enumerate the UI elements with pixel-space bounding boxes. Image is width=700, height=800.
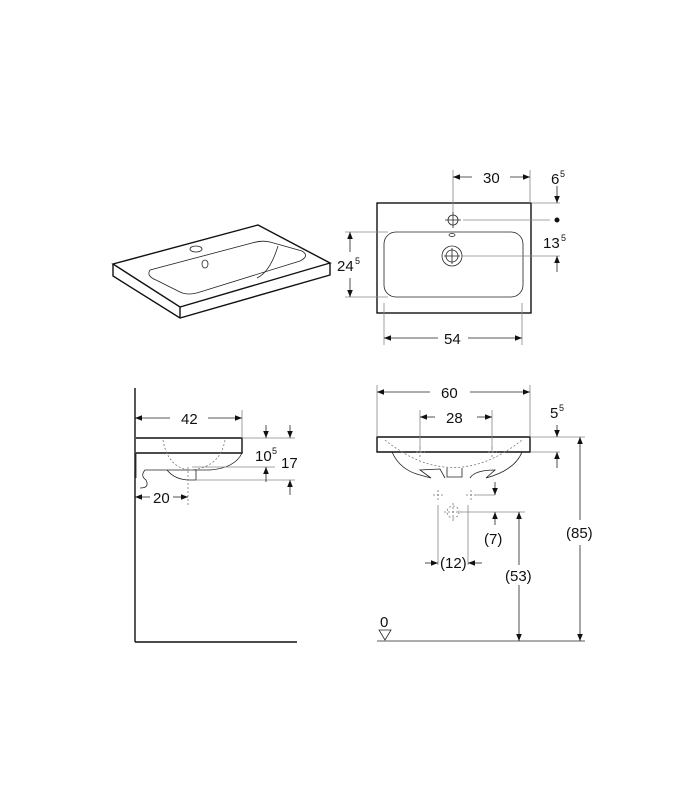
dim-basin-depth: 24: [337, 258, 354, 275]
dim-drain-from-wall: 20: [153, 490, 170, 507]
dim-total-height: 17: [281, 455, 298, 472]
dim-depth: 42: [181, 411, 198, 428]
floor-level-label: 0: [380, 614, 388, 631]
dim-drain-height: (53): [505, 568, 532, 585]
top-view: 30 6 5 13 5 24 5 54: [337, 169, 566, 348]
dim-rim-height: (85): [566, 525, 593, 542]
dim-basin-width: 54: [444, 331, 461, 348]
dim-sup: 5: [561, 233, 566, 243]
dim-sup: 5: [272, 446, 277, 456]
dim-trap-spacing: (12): [440, 555, 467, 572]
dim-sup: 5: [355, 256, 360, 266]
dim-sup: 5: [559, 403, 564, 413]
dim-tap-offset-30: 30: [483, 170, 500, 187]
front-view: 60 28 5 5 (7) (12) (53) (85) 0: [376, 385, 593, 642]
dim-sup: 5: [560, 169, 565, 179]
dim-tap-offset-6: 6: [551, 171, 559, 188]
dim-drain-offset: 13: [543, 235, 560, 252]
dim-tap-spacing: 28: [446, 410, 463, 427]
dim-bowl-height: 10: [255, 448, 272, 465]
dim-trap-offset: (7): [484, 531, 502, 548]
side-view: 42 20 10 5 17: [134, 388, 298, 643]
dim-width: 60: [441, 385, 458, 402]
dim-rim: 5: [550, 405, 558, 422]
perspective-view: [111, 224, 332, 319]
